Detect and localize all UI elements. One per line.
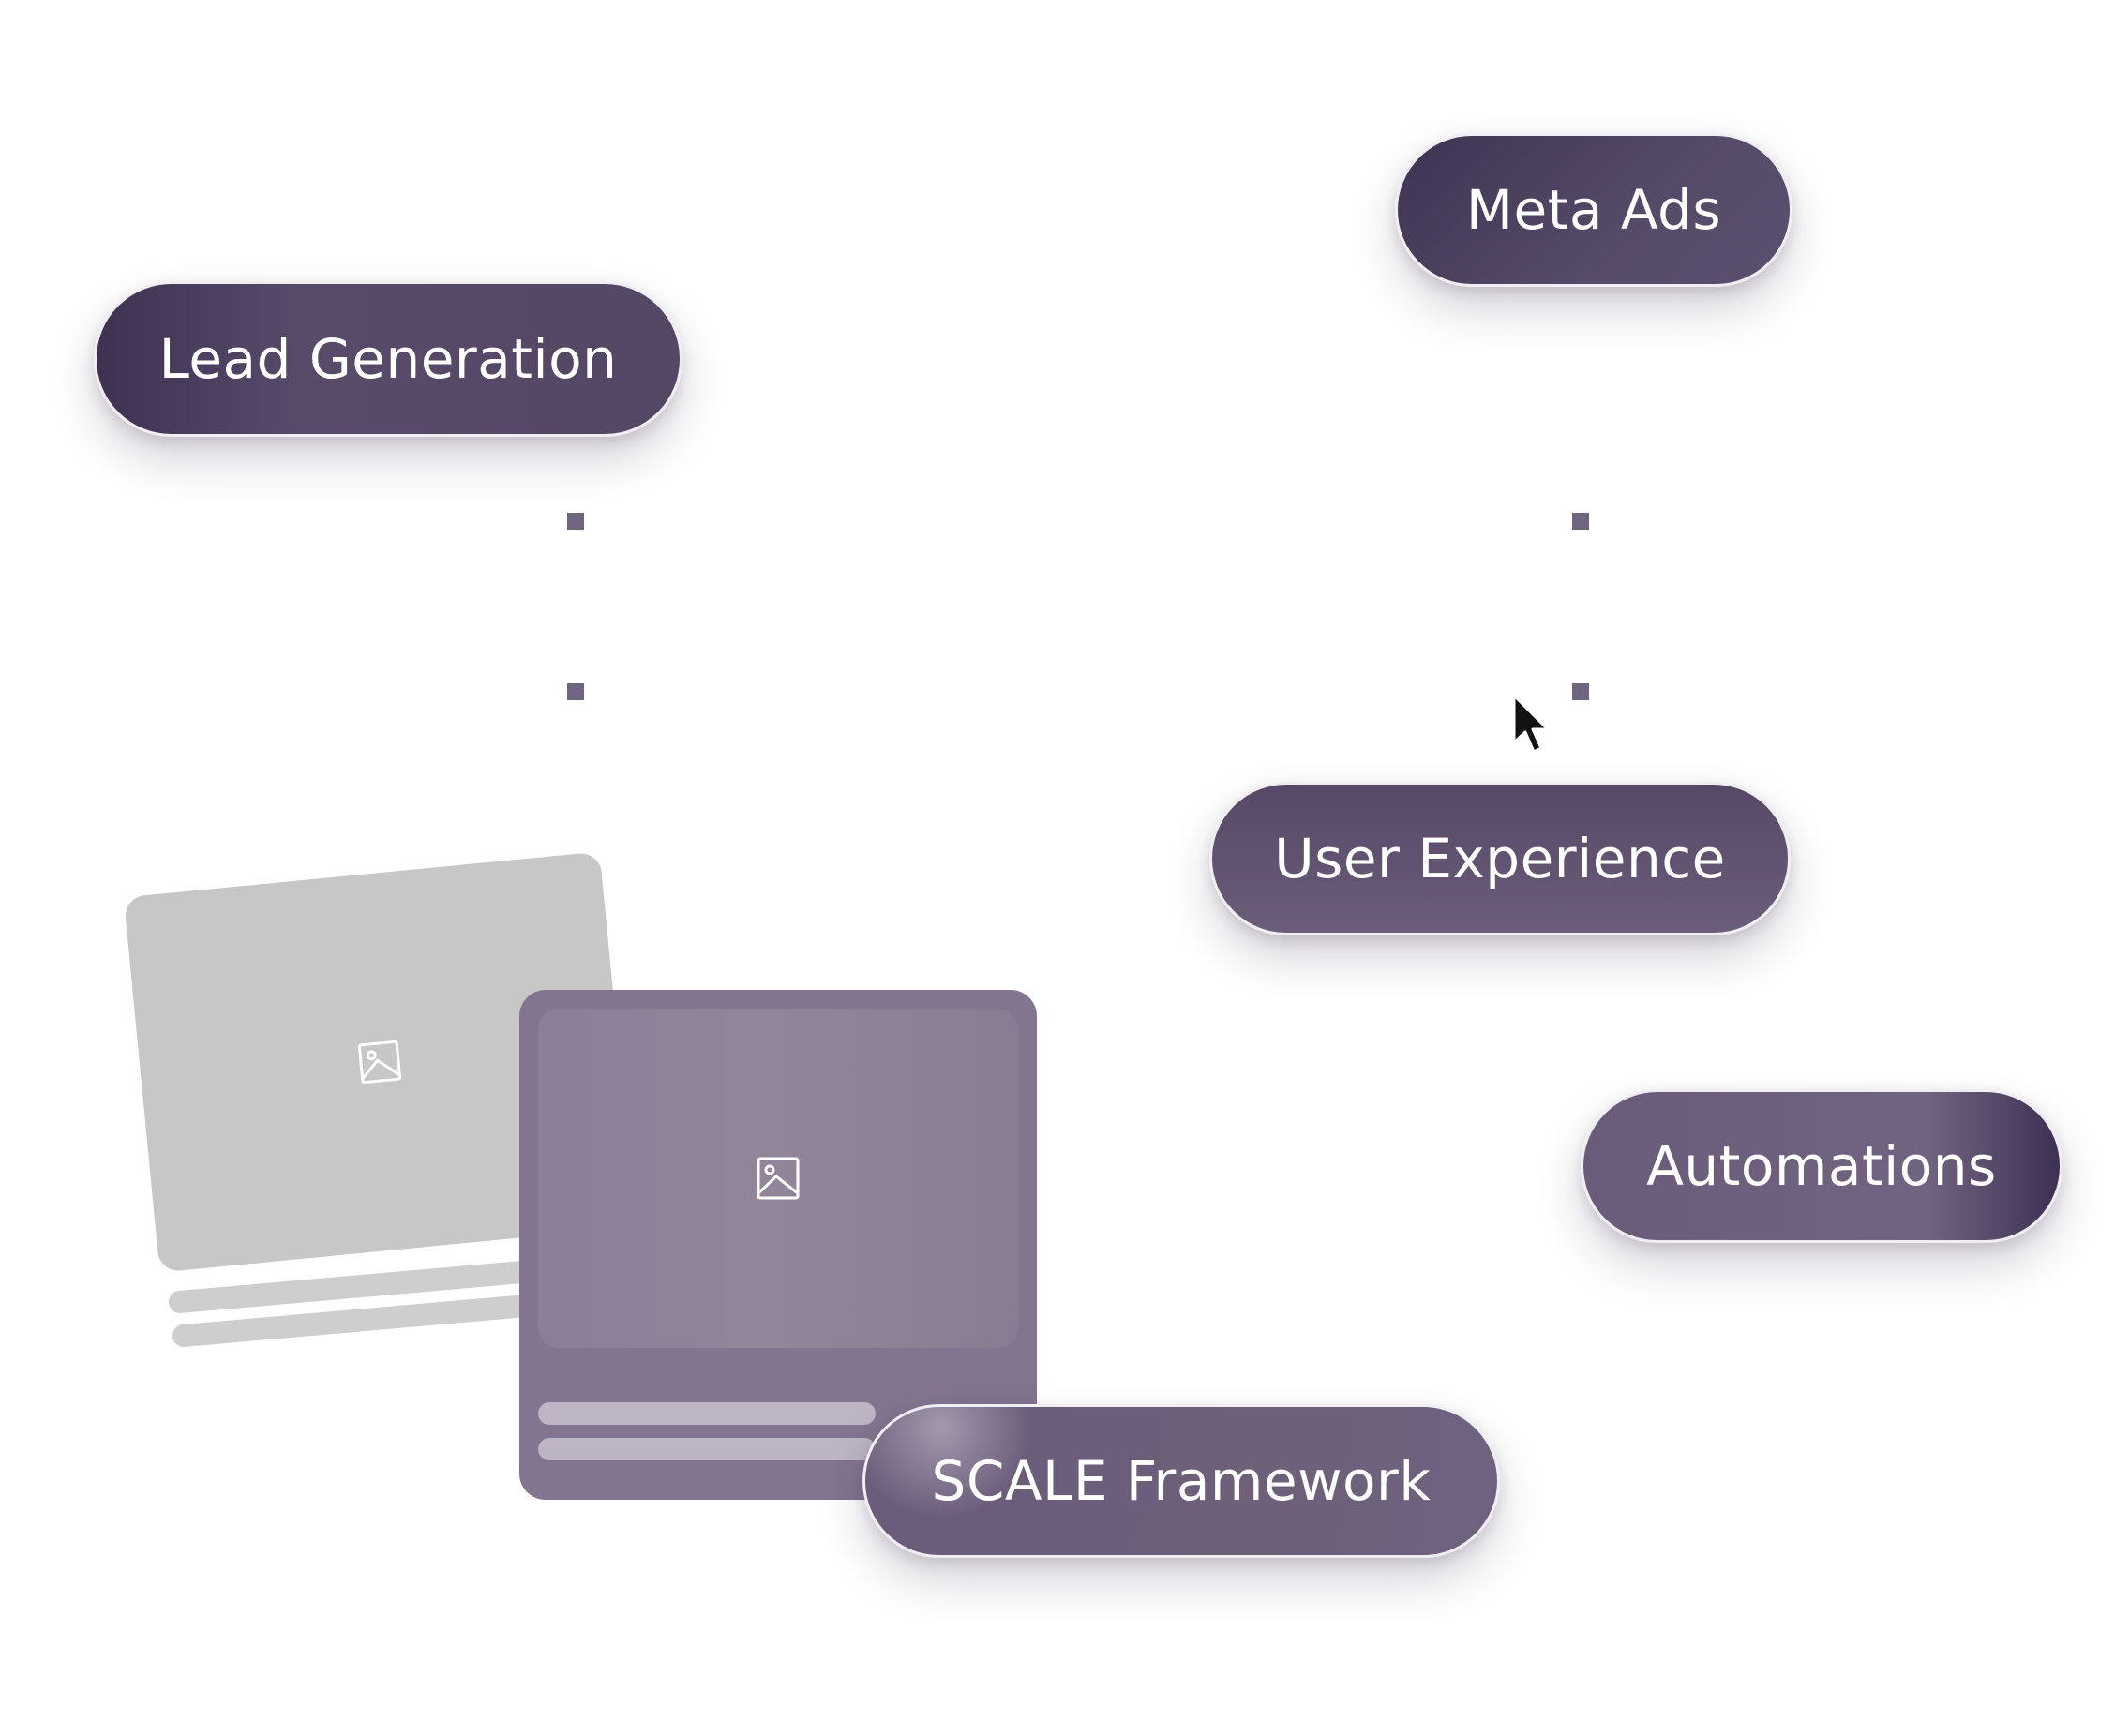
- mouse-pointer-icon: [1512, 694, 1549, 754]
- tag-lead-generation[interactable]: Lead Generation: [94, 281, 682, 437]
- image-placeholder-icon: [357, 1040, 402, 1085]
- card-front-text-line: [538, 1402, 876, 1425]
- tag-automations[interactable]: Automations: [1581, 1089, 2062, 1243]
- tag-scale-framework[interactable]: SCALE Framework: [862, 1404, 1500, 1558]
- image-card-front-media: [538, 1009, 1018, 1348]
- connector-dot: [1572, 513, 1589, 530]
- tag-user-experience[interactable]: User Experience: [1209, 782, 1791, 935]
- connector-dot: [567, 513, 584, 530]
- connector-dot: [1572, 683, 1589, 700]
- image-card-back: [123, 851, 637, 1273]
- tag-meta-ads[interactable]: Meta Ads: [1395, 133, 1792, 287]
- card-front-text-line: [538, 1438, 876, 1460]
- connector-dot: [567, 683, 584, 700]
- image-placeholder-icon: [757, 1157, 800, 1200]
